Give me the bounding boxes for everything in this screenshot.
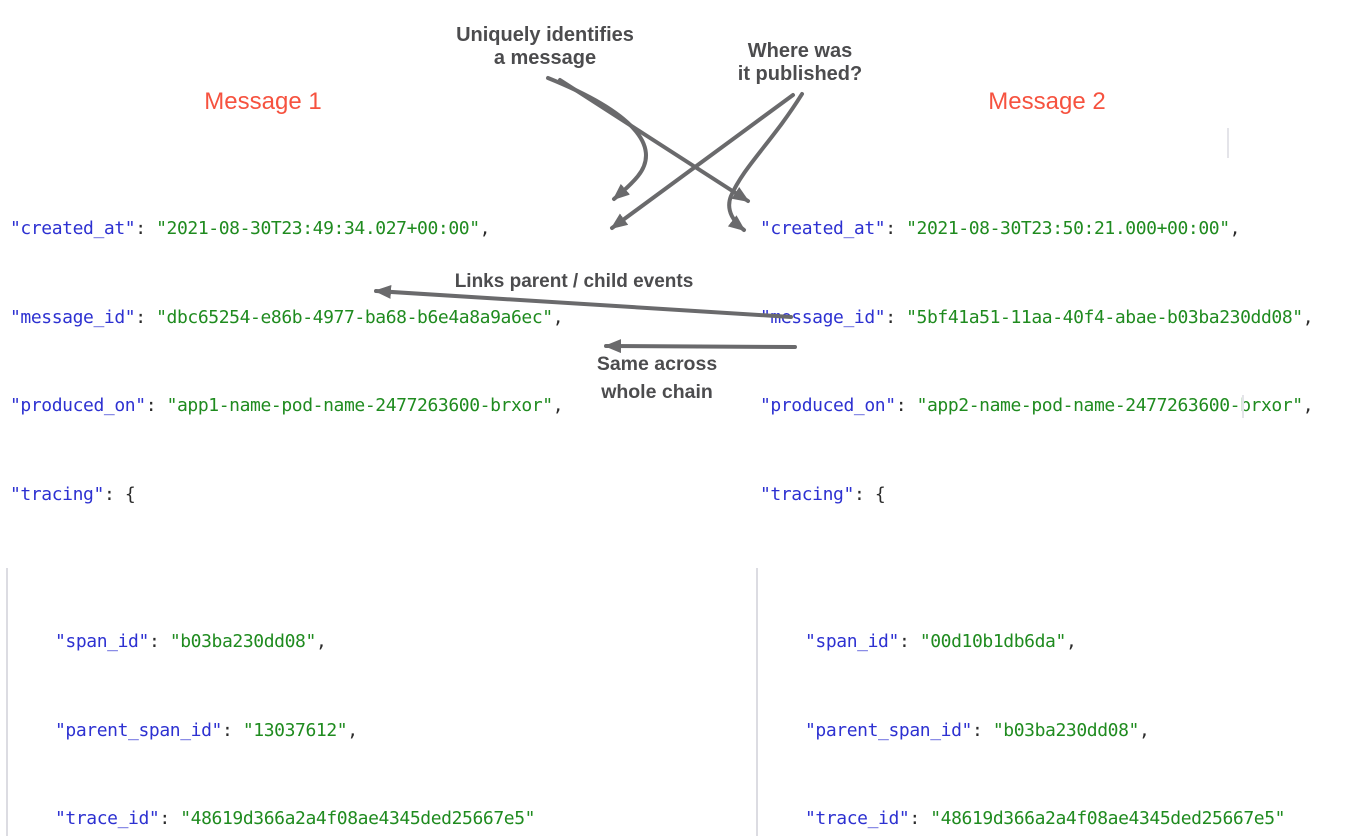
- json-key: "created_at": [10, 218, 136, 239]
- json-key: "parent_span_id": [55, 719, 222, 741]
- json-line: "parent_span_id": "b03ba230dd08",: [805, 719, 1150, 741]
- json-line: "span_id": "00d10b1db6da",: [805, 631, 1077, 652]
- annotation-line: whole chain: [601, 381, 713, 403]
- json-key: "trace_id": [805, 808, 910, 829]
- message2-title: Message 2: [988, 88, 1106, 115]
- json-key: "produced_on": [10, 395, 146, 416]
- json-line: "tracing": {: [760, 483, 886, 505]
- json-value: "dbc65254-e86b-4977-ba68-b6e4a8a9a6ec": [156, 306, 553, 328]
- message1-title: Message 1: [204, 88, 322, 115]
- json-value: "2021-08-30T23:50:21.000+00:00": [906, 218, 1230, 239]
- annotation-where-published: Where was it published?: [738, 40, 862, 86]
- arrow-uniquely-to-msg2-message-id: [558, 78, 750, 203]
- json-key: "span_id": [805, 631, 899, 652]
- json-key: "created_at": [760, 218, 886, 239]
- annotation-same-across-chain: Same across whole chain: [597, 350, 717, 406]
- json-line: "span_id": "b03ba230dd08",: [55, 631, 327, 652]
- annotation-line: Same across: [596, 353, 718, 375]
- json-key: "message_id": [760, 306, 886, 328]
- annotation-uniquely-identifies: Uniquely identifies a message: [456, 24, 634, 70]
- json-line: "message_id": "5bf41a51-11aa-40f4-abae-b…: [760, 306, 1314, 328]
- json-key: "produced_on": [760, 395, 896, 416]
- json-key: "tracing": [10, 483, 104, 505]
- json-line: "tracing": {: [10, 483, 136, 505]
- annotation-line: a message: [493, 47, 597, 69]
- json-line: "created_at": "2021-08-30T23:49:34.027+0…: [10, 218, 491, 239]
- json-key: "trace_id": [55, 808, 160, 829]
- annotation-line: it published?: [737, 63, 863, 85]
- annotation-line: Uniquely identifies: [456, 24, 634, 46]
- json-line: "message_id": "dbc65254-e86b-4977-ba68-b…: [10, 306, 564, 328]
- json-value: "00d10b1db6da": [919, 631, 1067, 652]
- json-line: "parent_span_id": "13037612",: [55, 719, 358, 741]
- annotation-links-parent-child: Links parent / child events: [454, 271, 694, 292]
- message2-json-block: "created_at": "2021-08-30T23:50:21.000+0…: [756, 155, 1314, 836]
- json-value: "2021-08-30T23:49:34.027+00:00": [156, 218, 480, 239]
- json-value: "5bf41a51-11aa-40f4-abae-b03ba230dd08": [906, 306, 1303, 328]
- json-line: "created_at": "2021-08-30T23:50:21.000+0…: [760, 218, 1241, 239]
- json-value: "app1-name-pod-name-2477263600-brxor": [166, 395, 554, 416]
- json-key: "tracing": [760, 483, 854, 505]
- tracing-nested-block: "span_id": "b03ba230dd08", "parent_span_…: [6, 568, 563, 836]
- json-value: "48619d366a2a4f08ae4345ded25667e5": [180, 808, 536, 829]
- json-line: "produced_on": "app1-name-pod-name-24772…: [10, 395, 564, 416]
- json-value: "b03ba230dd08": [169, 631, 317, 652]
- json-line: "trace_id": "48619d366a2a4f08ae4345ded25…: [55, 808, 536, 829]
- faint-guide-line: [1242, 395, 1244, 418]
- json-value: "b03ba230dd08": [992, 719, 1140, 741]
- faint-guide-line: [1227, 128, 1229, 158]
- json-key: "parent_span_id": [805, 719, 972, 741]
- json-key: "message_id": [10, 306, 136, 328]
- json-value: "48619d366a2a4f08ae4345ded25667e5": [930, 808, 1286, 829]
- json-value: "app2-name-pod-name-2477263600-brxor": [916, 395, 1304, 416]
- json-line: "produced_on": "app2-name-pod-name-24772…: [760, 395, 1314, 416]
- json-line: "trace_id": "48619d366a2a4f08ae4345ded25…: [805, 808, 1286, 829]
- json-value: "13037612": [242, 719, 348, 741]
- annotation-line: Where was: [747, 40, 853, 62]
- json-key: "span_id": [55, 631, 149, 652]
- message1-json-block: "created_at": "2021-08-30T23:49:34.027+0…: [6, 155, 564, 836]
- tracing-nested-block: "span_id": "00d10b1db6da", "parent_span_…: [756, 568, 1313, 836]
